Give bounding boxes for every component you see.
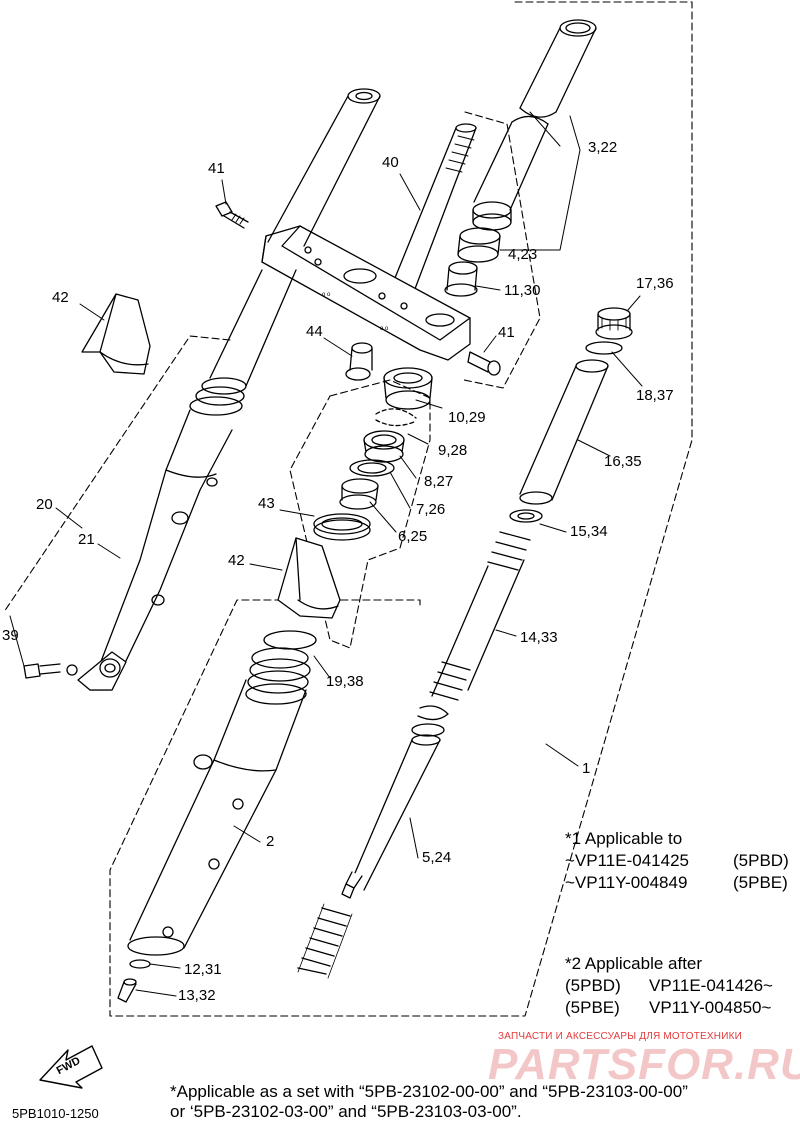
ring-8 [363,430,405,463]
diagram-code: 5PB1010-1250 [12,1106,99,1121]
note2-title: *2 Applicable after [565,954,703,973]
callout-2: 2 [266,833,275,850]
svg-text:o o: o o [380,326,389,332]
note1-code-2: ~VP11Y-004849 [565,873,688,892]
circlip [417,705,449,721]
rebound-spring [297,903,353,979]
callout-19-38: 19,38 [326,673,364,690]
dashed-boundary-steering [289,111,541,649]
fwd-arrow-icon [39,1045,103,1089]
bolt-13 [117,978,137,1003]
leader-lines [9,111,643,997]
callout-12-31: 12,31 [184,961,222,978]
footnote-line-1: *Applicable as a set with “5PB-23102-00-… [170,1082,688,1101]
callout-44: 44 [306,323,323,340]
callout-41-lower: 41 [498,324,515,341]
note1-model-2: (5PBE) [733,873,788,892]
callout-8-27: 8,27 [424,473,454,490]
cap-bolt-17 [595,307,633,340]
callout-5-24: 5,24 [422,849,452,866]
cover-42-upper [81,293,151,375]
cover-42-lower [277,537,341,619]
callout-10-29: 10,29 [448,409,486,426]
bolt-41-upper [215,201,249,229]
callout-39: 39 [2,627,19,644]
dashed-boundary-right [109,1,693,1017]
outer-tube-2 [127,647,311,956]
bushing-11 [444,261,478,297]
svg-text:o o: o o [322,292,331,298]
callout-7-26: 7,26 [416,501,446,518]
ring-6 [339,478,379,510]
footnote-line-2: or ‘5PB-23102-03-00” and “5PB-23103-03-0… [170,1102,522,1121]
callout-16-35: 16,35 [604,453,642,470]
callout-4-23: 4,23 [508,246,538,263]
note1-model-1: (5PBD) [733,851,789,870]
callout-15-34: 15,34 [570,523,608,540]
watermark-logo: PARTSFOR.RU [488,1040,800,1089]
retainer-9 [375,408,417,427]
bolt-41-lower [467,351,501,376]
callout-17-36: 17,36 [636,275,674,292]
callout-43: 43 [258,495,275,512]
steering-stem [385,123,477,303]
seal-43 [313,513,371,541]
note2-model-1: (5PBD) [565,976,621,995]
callout-42-lower: 42 [228,552,245,569]
watermark-tagline: ЗАПЧАСТИ И АКСЕССУАРЫ ДЛЯ МОТОТЕХНИКИ [498,1031,743,1042]
o-ring-18 [585,341,623,355]
note2-model-2: (5PBE) [565,998,620,1017]
damper-rod [341,723,445,899]
callout-9-28: 9,28 [438,442,468,459]
collar-44 [345,342,373,381]
callout-42-upper: 42 [52,289,69,306]
o-ring-19 [263,630,317,650]
applicability-note-1: *1 Applicable to ~VP11E-041425 (5PBD) ~VP… [565,828,789,894]
callout-41-upper: 41 [208,160,225,177]
callout-1: 1 [582,760,591,777]
callout-14-33: 14,33 [520,629,558,646]
ring-7 [349,459,395,477]
note2-code-1: VP11E-041426~ [649,976,773,995]
bolt-39 [23,663,78,679]
callout-3-22: 3,22 [588,139,618,156]
bushing-4 [457,227,501,263]
note1-code-1: ~VP11E-041425 [565,851,689,870]
callout-6-25: 6,25 [398,528,428,545]
fork-spring [429,531,531,701]
callout-21: 21 [78,531,95,548]
left-fork-leg [77,88,381,691]
bearing-10 [383,367,433,410]
dashed-boundary-left [3,335,231,613]
washer-12 [129,959,151,969]
set-footnote: *Applicable as a set with “5PB-23102-00-… [170,1082,688,1122]
callout-13-32: 13,32 [178,987,216,1004]
callout-18-37: 18,37 [636,387,674,404]
outer-tube-top [472,19,597,231]
spacer-16 [519,359,609,505]
callout-40: 40 [382,154,399,171]
callout-11-30: 11,30 [504,282,541,299]
spring-seat-15 [509,509,543,523]
upper-bracket: o o o o [261,225,471,361]
applicability-note-2: *2 Applicable after (5PBD)VP11E-041426~ … [565,953,773,1019]
callout-20: 20 [36,496,53,513]
note1-title: *1 Applicable to [565,829,683,848]
note2-code-2: VP11Y-004850~ [649,998,772,1017]
